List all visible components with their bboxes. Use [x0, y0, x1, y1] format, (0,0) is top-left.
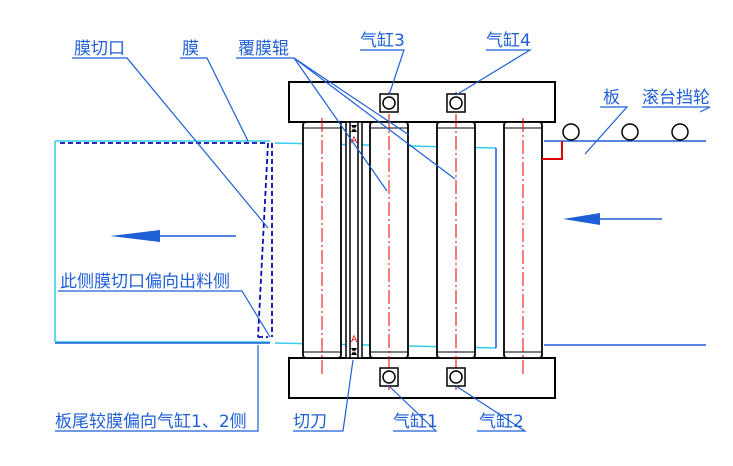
square-circle-icon — [379, 367, 399, 387]
film-outline — [54, 140, 497, 349]
square-circle-icon — [446, 367, 466, 387]
label-side-note: 此侧膜切口偏向出料侧 — [60, 272, 230, 292]
red-bracket — [542, 141, 563, 160]
label-cylinder-3: 气缸3 — [360, 30, 405, 51]
label-cylinder-1: 气缸1 — [393, 411, 438, 432]
top-plate — [288, 81, 556, 123]
label-membrane-cut: 膜切口 — [74, 39, 125, 59]
center-lines — [321, 92, 524, 390]
board-right — [544, 140, 706, 346]
label-board: 板 — [603, 88, 620, 108]
label-laminating-roller: 覆膜辊 — [238, 39, 289, 59]
svg-text:A: A — [351, 335, 358, 345]
square-circle-icon — [379, 93, 399, 113]
bottom-plate — [288, 357, 556, 399]
circle-icon — [562, 123, 689, 141]
leader-lines — [55, 49, 711, 432]
label-membrane: 膜 — [182, 39, 199, 59]
board-left — [55, 148, 497, 348]
label-cylinder-4: 气缸4 — [486, 30, 531, 51]
arrow-left-icon — [563, 213, 662, 225]
cutter-blade — [345, 121, 363, 359]
label-roller-stop-wheel: 滚台挡轮 — [642, 88, 710, 108]
arrow-left-icon — [110, 230, 236, 242]
svg-text:A: A — [351, 136, 358, 146]
label-tail-note: 板尾较膜偏向气缸1、2侧 — [55, 411, 247, 432]
rollers — [302, 121, 543, 359]
square-circle-icon — [446, 93, 466, 113]
label-cylinder-2: 气缸2 — [479, 411, 524, 432]
label-cutter: 切刀 — [293, 412, 327, 432]
cutter-marks: A A — [351, 125, 358, 355]
membrane-cut-line — [60, 142, 273, 338]
